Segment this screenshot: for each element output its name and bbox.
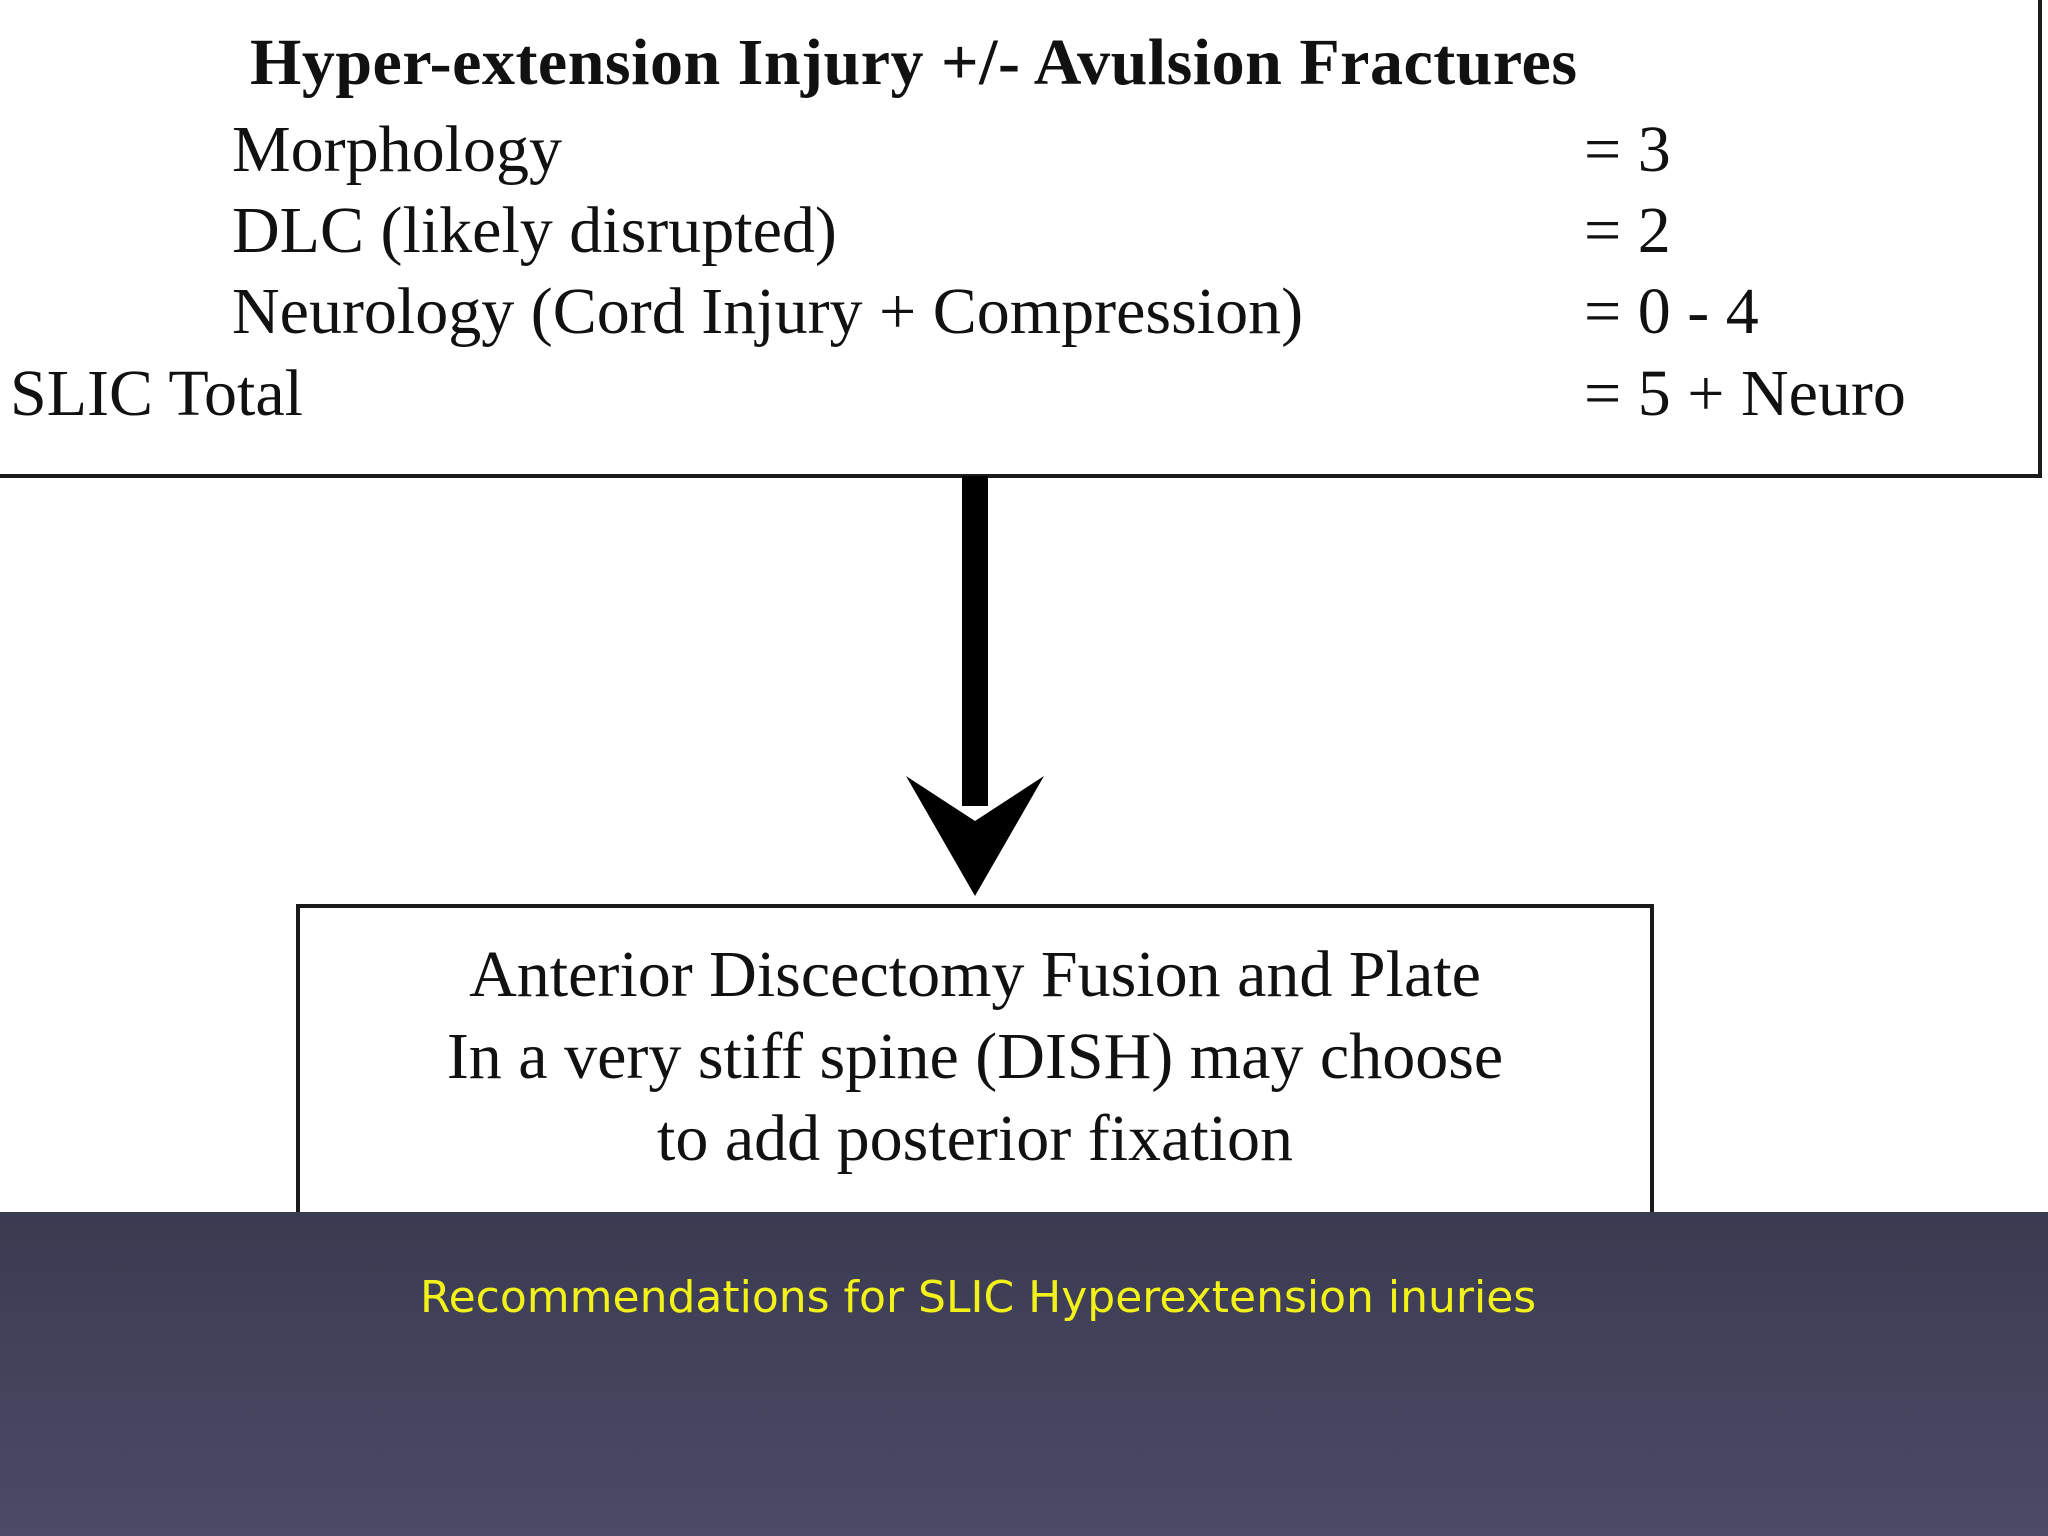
row-value-slic-total: = 5 + Neuro (1584, 357, 1906, 430)
row-label-morphology: Morphology (232, 113, 562, 186)
score-box-title: Hyper-extension Injury +/- Avulsion Frac… (250, 26, 1578, 99)
row-value-dlc: = 2 (1584, 194, 1671, 267)
arrow-head (906, 776, 1044, 896)
row-value-neurology: = 0 - 4 (1584, 275, 1759, 348)
row-value-morphology: = 3 (1584, 113, 1671, 186)
row-label-dlc: DLC (likely disrupted) (232, 194, 837, 267)
row-label-neurology: Neurology (Cord Injury + Compression) (232, 275, 1304, 348)
row-label-slic-total: SLIC Total (10, 357, 304, 430)
slic-score-box: Hyper-extension Injury +/- Avulsion Frac… (0, 0, 2042, 478)
recommendation-line-1: Anterior Discectomy Fusion and Plate (469, 938, 1481, 1011)
slide-caption: Recommendations for SLIC Hyperextension … (420, 1272, 1537, 1323)
flowchart-figure: Hyper-extension Injury +/- Avulsion Frac… (0, 0, 2042, 1234)
recommendation-line-2: In a very stiff spine (DISH) may choose (446, 1020, 1504, 1093)
down-arrow (906, 476, 1044, 896)
recommendation-line-3: to add posterior fixation (656, 1102, 1294, 1175)
recommendation-box: Anterior Discectomy Fusion and Plate In … (296, 904, 1654, 1234)
caption-band: Recommendations for SLIC Hyperextension … (0, 1212, 2048, 1536)
arrow-shaft (962, 476, 988, 806)
